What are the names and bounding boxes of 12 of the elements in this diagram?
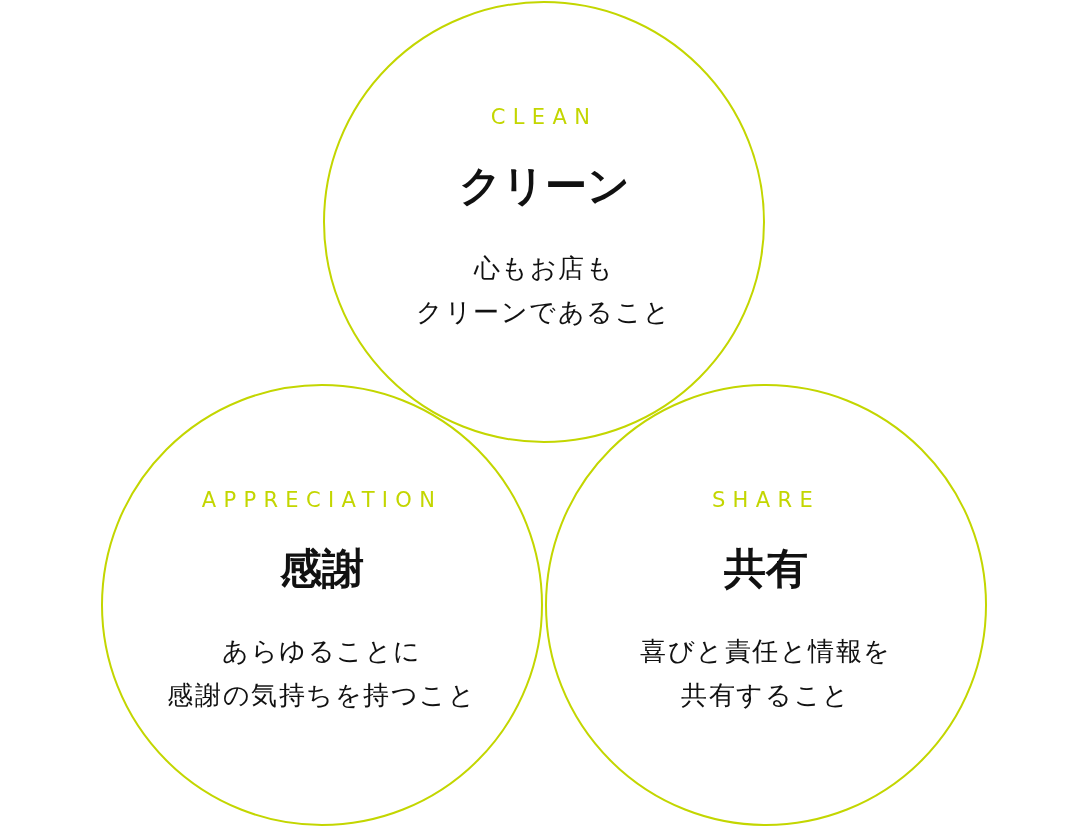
category-label: SHARE [711, 488, 821, 512]
circle [545, 384, 987, 826]
description: 喜びと責任と情報を共有すること [639, 635, 892, 712]
description: あらゆることに感謝の気持ちを持つこと [167, 635, 477, 712]
category-label: CLEAN [490, 105, 598, 129]
category-label: APPRECIATION [201, 488, 443, 512]
circle [323, 1, 765, 443]
heading: 共有 [724, 543, 808, 595]
heading: クリーン [458, 160, 630, 212]
heading: 感謝 [280, 543, 364, 595]
description: 心もお店もクリーンであること [415, 252, 672, 329]
circle [101, 384, 543, 826]
